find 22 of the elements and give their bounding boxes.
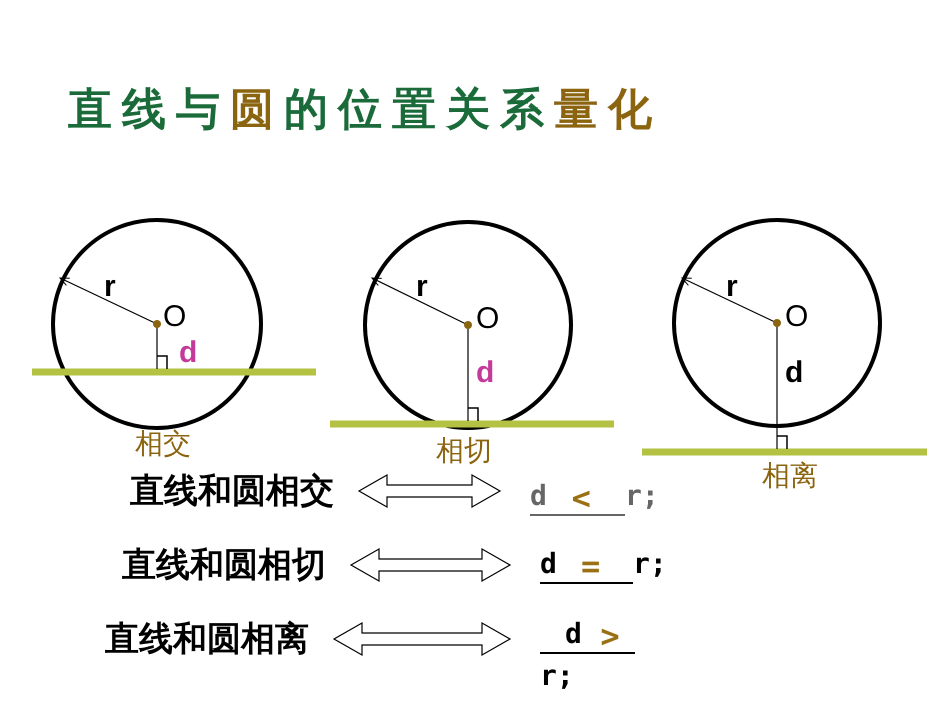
radius-label: r — [726, 272, 738, 302]
center-label: O — [785, 302, 808, 332]
relation-statement: 直线和圆相切 — [122, 548, 326, 582]
double-arrow — [358, 474, 502, 508]
relation-statement: 直线和圆相离 — [105, 622, 309, 656]
distance-label: d — [179, 338, 198, 368]
radius-label: r — [416, 272, 428, 302]
title: 直线与圆的位置关系量化 — [68, 88, 662, 132]
distance-label: d — [785, 358, 804, 388]
relation-statement: 直线和圆相交 — [130, 474, 334, 508]
radius-label: r — [104, 272, 116, 302]
center-label: O — [476, 304, 500, 334]
formula: d < r; — [530, 482, 690, 520]
center-label: O — [163, 302, 186, 332]
position-label: 相切 — [436, 437, 492, 465]
formula: d = r; — [540, 550, 698, 588]
double-arrow — [350, 548, 512, 582]
position-label: 相离 — [762, 462, 818, 490]
double-arrow — [332, 622, 512, 656]
position-label: 相交 — [135, 430, 191, 458]
distance-label: d — [476, 358, 494, 388]
formula: d > r; — [540, 620, 665, 696]
